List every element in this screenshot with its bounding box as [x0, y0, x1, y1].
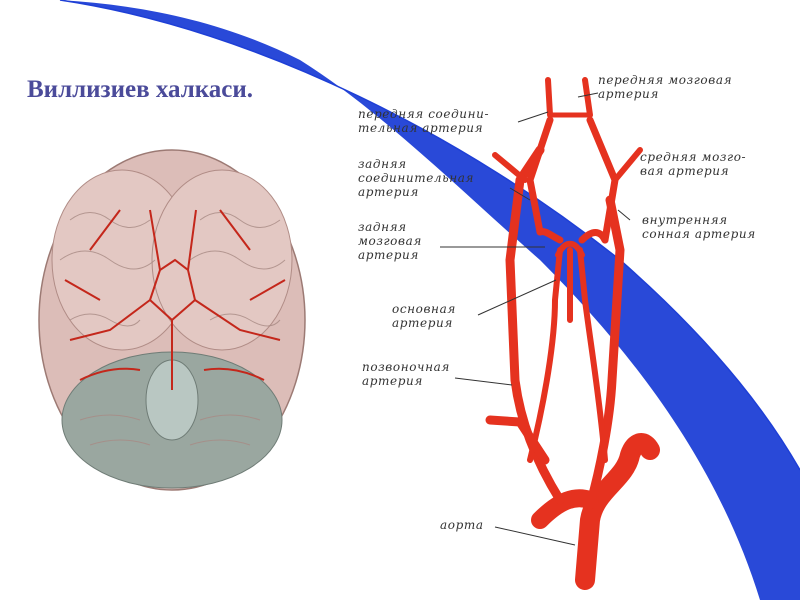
left-common-carotid: [585, 195, 625, 510]
anterior-cerebral-right: [545, 77, 553, 118]
label-line: аорта: [440, 518, 484, 532]
posterior-cerebral-left: [578, 229, 609, 244]
pointer-lines: [440, 92, 631, 546]
label-anterior-communicating: передняя соедини- тельная артерия: [358, 107, 489, 135]
label-aorta: аорта: [440, 518, 484, 532]
label-line: вая артерия: [640, 164, 730, 178]
middle-cerebral-left: [612, 147, 643, 183]
label-line: артерия: [392, 316, 453, 330]
circle-left: [586, 116, 619, 244]
circle-right: [526, 116, 554, 236]
label-line: артерия: [598, 87, 659, 101]
label-line: передняя соедини-: [358, 107, 490, 121]
right-vertebral: [527, 247, 563, 463]
label-line: артерия: [358, 185, 419, 199]
label-line: основная: [392, 302, 456, 316]
label-line: сонная артерия: [642, 227, 756, 241]
label-line: внутренняя: [642, 213, 728, 227]
aorta-ascending: [531, 489, 599, 529]
aorta-arch: [575, 433, 660, 590]
label-line: позвоночная: [362, 360, 450, 374]
label-middle-cerebral: средняя мозго- вая артерия: [640, 150, 746, 178]
label-line: задняя: [358, 157, 407, 171]
anterior-cerebral-left: [582, 77, 593, 118]
label-line: артерия: [362, 374, 423, 388]
label-basilar: основная артерия: [392, 302, 456, 330]
basilar: [555, 240, 585, 323]
left-vertebral: [577, 247, 608, 463]
label-line: задняя: [358, 220, 407, 234]
label-line: средняя мозго-: [640, 150, 747, 164]
label-anterior-cerebral: передняя мозговая артерия: [598, 73, 732, 101]
label-line: тельная артерия: [358, 121, 484, 135]
subclavian-right: [485, 415, 550, 465]
label-internal-carotid: внутренняя сонная артерия: [642, 213, 756, 241]
brain-gyri: [59, 212, 286, 446]
label-line: передняя мозговая: [598, 73, 733, 87]
label-posterior-cerebral: задняя мозговая артерия: [358, 220, 422, 262]
label-vertebral: позвоночная артерия: [362, 360, 450, 388]
brain-vessels: [64, 209, 286, 390]
label-posterior-communicating: задняя соединительная артерия: [358, 157, 474, 199]
artery-vessels: [485, 77, 660, 590]
label-line: артерия: [358, 248, 419, 262]
middle-cerebral-right: [492, 152, 528, 183]
label-line: мозговая: [358, 234, 422, 248]
slide-title: Виллизиев халкаси.: [27, 76, 254, 103]
label-line: соединительная: [358, 171, 475, 185]
